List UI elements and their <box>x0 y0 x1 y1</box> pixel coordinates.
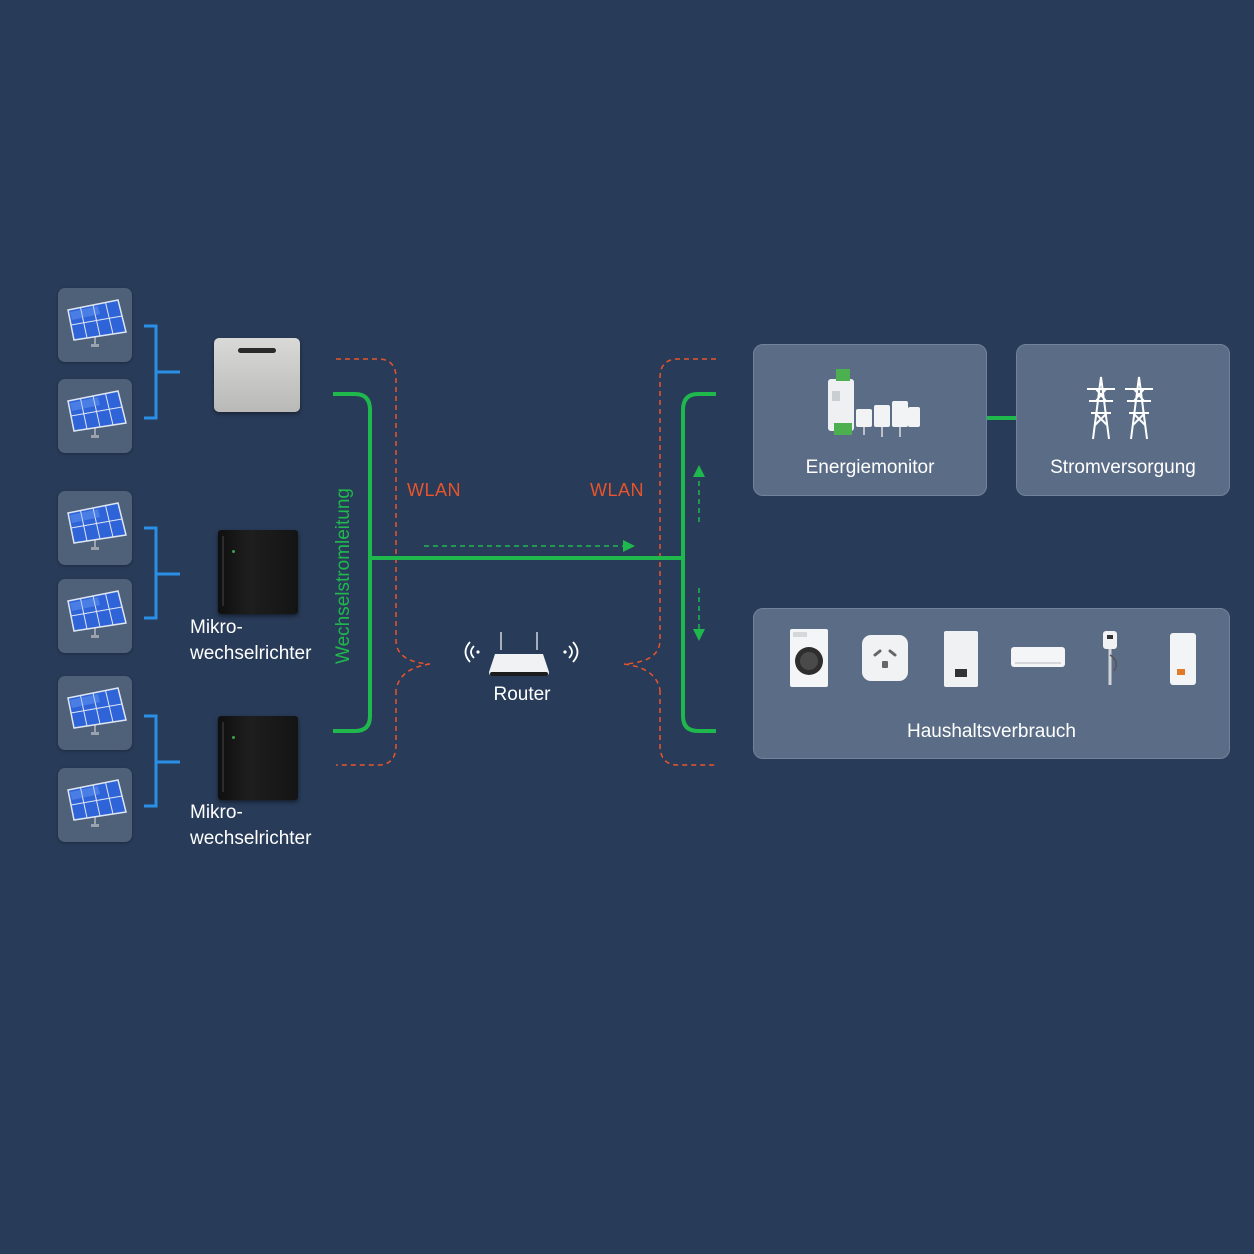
wlan-bracket-left <box>336 358 431 766</box>
power-supply-label: Stromversorgung <box>1050 457 1196 478</box>
household-label: Haushaltsverbrauch <box>907 721 1076 742</box>
micro-inverter-label-line-1: Mikro- <box>190 802 243 823</box>
ev-charger-icon <box>1100 629 1122 687</box>
micro-inverter-label-line-1: Mikro- <box>190 617 243 638</box>
wifi-signal-icon <box>460 640 482 664</box>
wlan-bracket-right <box>623 358 716 766</box>
washing-machine-icon <box>790 629 828 687</box>
wifi-signal-icon <box>561 640 583 664</box>
solar-panel-icon <box>58 768 132 842</box>
power-supply-card: Stromversorgung <box>1016 344 1230 496</box>
solar-panel-icon <box>58 579 132 653</box>
router-icon <box>487 628 551 680</box>
energy-monitor-label: Energiemonitor <box>805 457 935 478</box>
micro-inverter-icon <box>218 716 298 800</box>
micro-inverter-label-line-2: wechselrichter <box>190 828 312 849</box>
micro-inverter-label: Mikro- wechselrichter <box>190 615 311 667</box>
solar-panel-icon <box>58 288 132 362</box>
energy-monitor-card: Energiemonitor <box>753 344 987 496</box>
solar-panel-icon <box>58 491 132 565</box>
bracket-group-2 <box>144 526 180 620</box>
ac-line-left <box>333 392 372 733</box>
bracket-group-1 <box>144 324 180 420</box>
smart-plug-icon <box>862 635 908 681</box>
energy-monitor-icon <box>822 361 922 441</box>
ac-line-right <box>681 392 716 733</box>
power-pylon-icon <box>1081 367 1161 441</box>
micro-inverter-label-line-2: wechselrichter <box>190 643 312 664</box>
heat-pump-icon <box>1170 633 1196 685</box>
wlan-label-left: WLAN <box>407 480 462 500</box>
router-label: Router <box>493 684 551 705</box>
household-card: Haushaltsverbrauch <box>753 608 1230 759</box>
ac-line-label: Wechselstromleitung <box>333 487 354 664</box>
solar-panel-icon <box>58 379 132 453</box>
solar-panel-icon <box>58 676 132 750</box>
wlan-label-right: WLAN <box>590 480 645 500</box>
bracket-group-3 <box>144 714 180 808</box>
micro-inverter-label: Mikro- wechselrichter <box>190 800 311 852</box>
water-heater-icon <box>944 631 978 687</box>
micro-inverter-icon <box>218 530 298 614</box>
battery-storage-icon <box>214 338 300 412</box>
air-conditioner-icon <box>1011 647 1065 669</box>
